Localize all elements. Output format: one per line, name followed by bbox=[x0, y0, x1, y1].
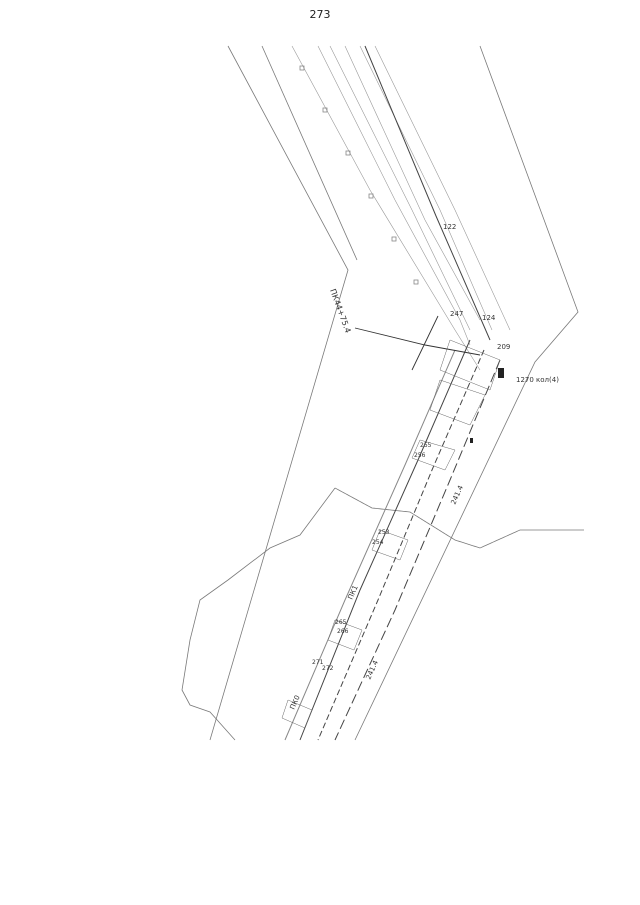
survey-marker bbox=[322, 107, 328, 113]
label-209: 209 bbox=[497, 343, 510, 351]
corridor-line-3 bbox=[329, 45, 471, 331]
survey-marker bbox=[299, 65, 305, 71]
left-outer-boundary bbox=[209, 45, 349, 741]
survey-marker bbox=[345, 150, 351, 156]
label-253: 253 bbox=[378, 529, 390, 536]
cluster-hatch-5 bbox=[327, 619, 363, 651]
label-247: 247 bbox=[450, 310, 463, 318]
label-122: 122 bbox=[443, 223, 456, 231]
main-alignment bbox=[284, 45, 501, 741]
pole-symbol bbox=[470, 438, 473, 443]
corridor-line-2 bbox=[317, 45, 471, 346]
label-pk1: ПК1 bbox=[347, 584, 360, 601]
corridor-line-6 bbox=[374, 45, 511, 331]
pk-vertical-tick bbox=[411, 315, 439, 371]
road-boundary-lines bbox=[181, 45, 584, 741]
label-271: 271 bbox=[312, 659, 324, 666]
label-272: 272 bbox=[322, 665, 334, 672]
corridor-line-1 bbox=[291, 45, 481, 371]
pk-pointer bbox=[354, 315, 481, 371]
cluster-hatch-6 bbox=[281, 699, 313, 729]
cluster-hatch-3 bbox=[411, 439, 456, 471]
page-number: 273 bbox=[309, 8, 331, 21]
main-track-lower-2 bbox=[317, 349, 485, 741]
label-254: 254 bbox=[372, 539, 384, 546]
cluster-hatch-4 bbox=[371, 529, 409, 561]
dark-pole-symbols bbox=[470, 368, 504, 443]
land-contour bbox=[334, 487, 584, 549]
pk-leader-line bbox=[354, 327, 481, 356]
left-contour bbox=[181, 487, 336, 741]
label-266: 266 bbox=[337, 628, 349, 635]
label-270: 1270 кол(4) bbox=[516, 376, 559, 384]
corridor-lines bbox=[291, 45, 511, 371]
survey-marker bbox=[368, 193, 374, 199]
cluster-hatch-1 bbox=[439, 339, 501, 391]
survey-marker bbox=[413, 279, 419, 285]
corridor-line-4 bbox=[344, 45, 481, 321]
corridor-line-5 bbox=[359, 45, 493, 331]
main-track-lower-4 bbox=[284, 349, 456, 741]
main-track-lower bbox=[299, 339, 471, 741]
main-track-upper bbox=[364, 45, 491, 341]
label-pk0: ПК0 bbox=[289, 694, 302, 711]
dense-annotation-cluster bbox=[281, 339, 501, 729]
label-124: 124 bbox=[482, 314, 496, 322]
label-pk-top-left: ПК44+75.4 bbox=[328, 288, 352, 335]
label-256: 256 bbox=[414, 452, 426, 459]
pole-symbol bbox=[498, 368, 504, 378]
left-inner-boundary bbox=[261, 45, 358, 261]
main-track-lower-3 bbox=[334, 359, 501, 741]
label-255: 255 bbox=[420, 442, 432, 449]
survey-marker bbox=[391, 236, 397, 242]
label-2414-upper: 241.4 bbox=[450, 484, 466, 506]
cluster-hatch-2 bbox=[429, 379, 486, 426]
label-265: 265 bbox=[335, 619, 347, 626]
survey-markers bbox=[299, 65, 419, 285]
right-outer-boundary bbox=[354, 45, 579, 741]
